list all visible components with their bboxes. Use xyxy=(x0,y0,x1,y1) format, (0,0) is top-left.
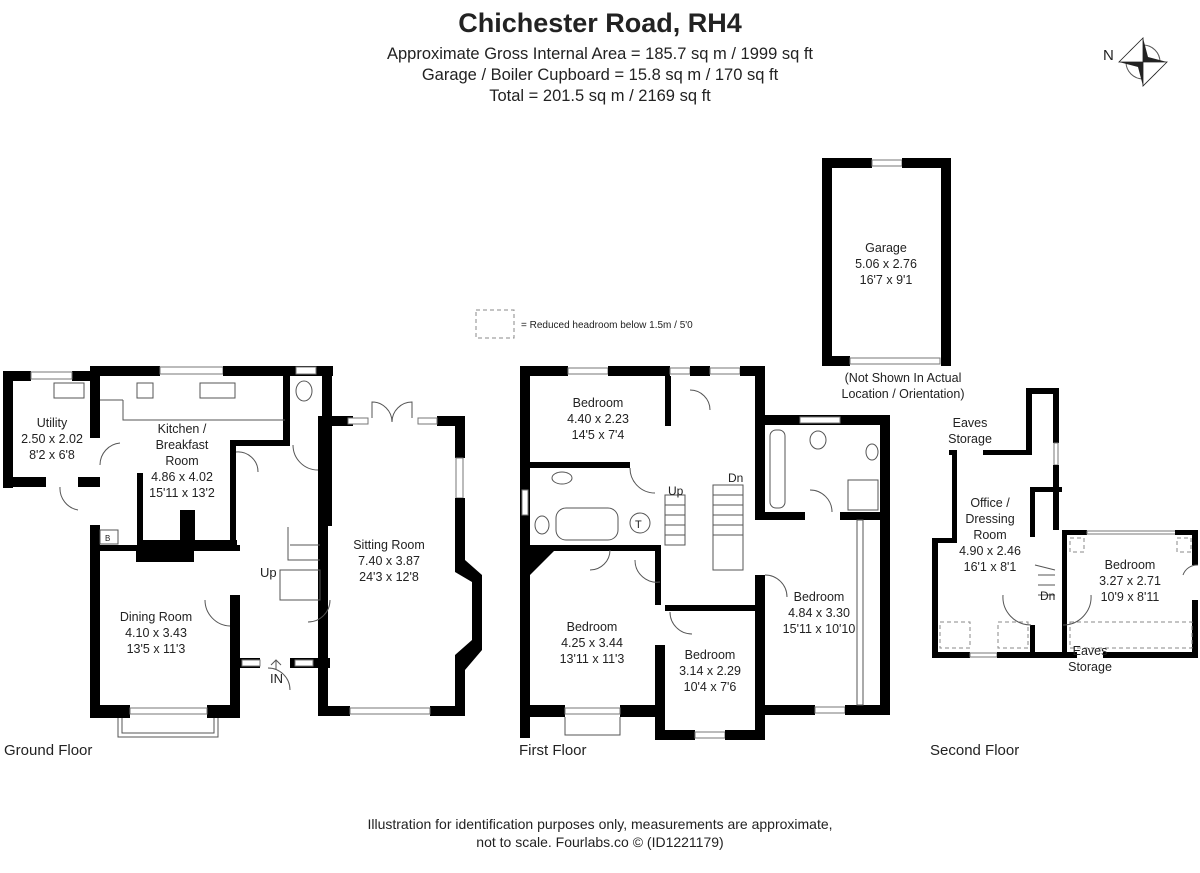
office-room-name: Office / xyxy=(970,496,1010,510)
second-floor-labels: Eaves Storage Office / Dressing Room 4.9… xyxy=(930,416,1161,759)
ground-floor-labels: Utility 2.50 x 2.02 8'2 x 6'8 Kitchen / … xyxy=(4,416,425,759)
svg-text:4.84 x 3.30: 4.84 x 3.30 xyxy=(788,606,850,620)
entrance-label: IN xyxy=(270,671,283,686)
svg-text:4.10 x 3.43: 4.10 x 3.43 xyxy=(125,626,187,640)
svg-text:13'11 x 11'3: 13'11 x 11'3 xyxy=(560,652,625,666)
bedroom-3-name: Bedroom xyxy=(685,648,736,662)
gross-internal-area: Approximate Gross Internal Area = 185.7 … xyxy=(386,45,814,63)
plan-title: Chichester Road, RH4 xyxy=(458,8,742,38)
second-floor-walls xyxy=(932,388,1198,658)
eaves-storage-label: Eaves xyxy=(953,416,988,430)
second-floor-label: Second Floor xyxy=(930,742,1019,759)
svg-text:15'11 x 10'10: 15'11 x 10'10 xyxy=(783,622,856,636)
stairs-up-label: Up xyxy=(668,484,684,498)
svg-text:8'2 x 6'8: 8'2 x 6'8 xyxy=(29,448,75,462)
bedroom-5-name: Bedroom xyxy=(1105,558,1156,572)
bedroom-2-name: Bedroom xyxy=(567,620,618,634)
svg-text:3.14 x 2.29: 3.14 x 2.29 xyxy=(679,664,741,678)
ground-floor-label: Ground Floor xyxy=(4,742,92,759)
stairs-down-label: Dn xyxy=(728,471,743,485)
garage-labels: Garage 5.06 x 2.76 16'7 x 9'1 (Not Shown… xyxy=(842,241,965,401)
second-floor-fixtures: Dn xyxy=(939,537,1199,649)
svg-text:24'3 x 12'8: 24'3 x 12'8 xyxy=(359,570,419,584)
disclaimer-line-2: not to scale. Fourlabs.co © (ID1221179) xyxy=(476,834,724,850)
first-floor-fixtures: T Up Dn xyxy=(534,389,879,706)
first-floor-label: First Floor xyxy=(519,742,587,759)
garage-area: Garage / Boiler Cupboard = 15.8 sq m / 1… xyxy=(421,66,779,84)
first-floor-walls xyxy=(520,366,890,740)
garage-name: Garage xyxy=(865,241,907,255)
first-floor-labels: Bedroom 4.40 x 2.23 14'5 x 7'4 Bedroom 4… xyxy=(519,396,855,759)
north-label: N xyxy=(1103,47,1114,64)
svg-text:4.25 x 3.44: 4.25 x 3.44 xyxy=(561,636,623,650)
svg-text:13'5 x 11'3: 13'5 x 11'3 xyxy=(127,642,186,656)
svg-text:7.40 x 3.87: 7.40 x 3.87 xyxy=(358,554,420,568)
ground-floor-walls xyxy=(3,366,482,738)
svg-text:16'1 x 8'1: 16'1 x 8'1 xyxy=(964,560,1017,574)
bedroom-1-name: Bedroom xyxy=(573,396,624,410)
svg-text:Dressing: Dressing xyxy=(965,512,1014,526)
bedroom-4-name: Bedroom xyxy=(794,590,845,604)
garage-walls xyxy=(822,158,951,366)
svg-text:10'9 x 8'11: 10'9 x 8'11 xyxy=(1101,590,1160,604)
sitting-room-name: Sitting Room xyxy=(353,538,425,552)
svg-text:5.06 x 2.76: 5.06 x 2.76 xyxy=(855,257,917,271)
headroom-legend: = Reduced headroom below 1.5m / 5'0 xyxy=(475,309,693,339)
svg-text:Breakfast: Breakfast xyxy=(156,438,209,452)
kitchen-room-name: Kitchen / xyxy=(158,422,207,436)
svg-text:2.50 x 2.02: 2.50 x 2.02 xyxy=(21,432,83,446)
svg-text:3.27 x 2.71: 3.27 x 2.71 xyxy=(1099,574,1161,588)
svg-text:Room: Room xyxy=(165,454,198,468)
stairs-up-label: Up xyxy=(260,565,277,580)
eaves-storage-label: Eaves xyxy=(1073,644,1108,658)
svg-text:10'4 x 7'6: 10'4 x 7'6 xyxy=(684,680,737,694)
svg-text:4.90 x 2.46: 4.90 x 2.46 xyxy=(959,544,1021,558)
garage-note: (Not Shown In Actual xyxy=(845,371,962,385)
utility-room-name: Utility xyxy=(37,416,68,430)
svg-text:15'11 x 13'2: 15'11 x 13'2 xyxy=(149,486,215,500)
svg-text:Location / Orientation): Location / Orientation) xyxy=(842,387,965,401)
svg-text:= Reduced headroom below 1.5m: = Reduced headroom below 1.5m / 5'0 xyxy=(521,320,693,331)
svg-text:Storage: Storage xyxy=(1068,660,1112,674)
total-area: Total = 201.5 sq m / 2169 sq ft xyxy=(489,87,711,105)
svg-text:4.86 x 4.02: 4.86 x 4.02 xyxy=(151,470,213,484)
dining-room-name: Dining Room xyxy=(120,610,192,624)
ground-floor-fixtures: B Up IN xyxy=(53,380,331,691)
svg-text:Storage: Storage xyxy=(948,432,992,446)
compass-rose-icon: N xyxy=(1103,37,1168,87)
svg-text:Room: Room xyxy=(973,528,1006,542)
bath-icon xyxy=(555,507,619,541)
svg-text:14'5 x 7'4: 14'5 x 7'4 xyxy=(572,428,625,442)
disclaimer-line-1: Illustration for identification purposes… xyxy=(367,816,833,832)
stairs-down-label: Dn xyxy=(1040,589,1055,603)
svg-text:16'7 x 9'1: 16'7 x 9'1 xyxy=(860,273,913,287)
svg-text:4.40 x 2.23: 4.40 x 2.23 xyxy=(567,412,629,426)
boiler-label: B xyxy=(105,534,110,543)
entrance-arrow-icon xyxy=(270,659,282,670)
tank-label: T xyxy=(635,519,642,531)
